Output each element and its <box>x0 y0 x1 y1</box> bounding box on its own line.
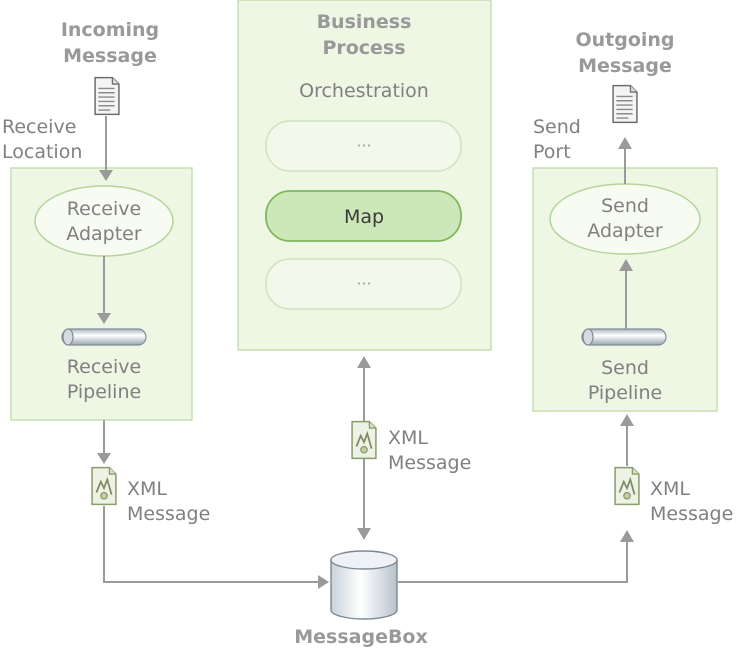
orchestration-label: Orchestration <box>299 80 429 102</box>
orchestration-step-map-label: Map <box>344 206 384 228</box>
orchestration-step-bottom-label: ··· <box>356 274 371 293</box>
pipe-icon <box>581 328 667 346</box>
send-adapter-label-line1: Send <box>601 195 649 217</box>
arrow-head-icon <box>618 137 632 149</box>
receive-adapter-label-line2: Adapter <box>66 223 142 245</box>
xml-document-icon <box>91 466 117 506</box>
receive-pipeline-label-line1: Receive <box>67 356 141 378</box>
arrow-head-icon <box>97 453 111 464</box>
arrow-head-icon <box>620 414 634 426</box>
document-icon <box>612 84 638 124</box>
incoming-message-title-line2: Message <box>63 45 157 67</box>
receive-location-label-line2: Location <box>2 141 82 163</box>
center-xml-message-label-line2: Message <box>388 452 471 474</box>
send-pipeline-label-line1: Send <box>601 357 649 379</box>
outgoing-message-title-line1: Outgoing <box>575 29 674 51</box>
send-pipeline-label-line2: Pipeline <box>588 382 662 404</box>
send-port-label-line2: Port <box>533 141 571 163</box>
document-icon <box>94 76 120 116</box>
receive-pipeline-label-line2: Pipeline <box>67 381 141 403</box>
incoming-message-title-line1: Incoming <box>61 19 159 41</box>
xml-document-icon <box>351 420 377 460</box>
messagebox-label: MessageBox <box>294 626 428 648</box>
receive-adapter-label-line1: Receive <box>67 198 141 220</box>
business-process-title-line1: Business <box>317 11 412 33</box>
arrow-head-icon <box>620 530 634 542</box>
receive-adapter <box>34 185 174 257</box>
arrow-head-icon <box>357 528 371 540</box>
center-xml-message-label-line1: XML <box>388 427 428 449</box>
business-process-title-line2: Process <box>322 37 405 59</box>
arrow-head-icon <box>619 259 633 271</box>
orchestration-step-top <box>265 120 462 172</box>
arrow-head-icon <box>99 170 113 181</box>
xml-document-icon <box>614 466 640 506</box>
database-icon <box>330 550 398 620</box>
send-port-label-line1: Send <box>533 116 581 138</box>
right-xml-message-label-line1: XML <box>650 478 690 500</box>
left-xml-message-label-line2: Message <box>127 503 210 525</box>
arrow-head-icon <box>318 575 329 589</box>
receive-location-label-line1: Receive <box>2 116 76 138</box>
pipe-icon <box>61 328 147 346</box>
orchestration-step-map <box>265 190 462 242</box>
orchestration-step-top-label: ··· <box>356 136 371 155</box>
orchestration-step-bottom <box>265 258 462 310</box>
arrow-head-icon <box>357 356 371 368</box>
outgoing-message-title-line2: Message <box>578 55 672 77</box>
send-adapter-label-line2: Adapter <box>587 220 663 242</box>
right-xml-message-label-line2: Message <box>650 503 733 525</box>
left-xml-message-label-line1: XML <box>127 478 167 500</box>
arrow-head-icon <box>97 313 111 324</box>
